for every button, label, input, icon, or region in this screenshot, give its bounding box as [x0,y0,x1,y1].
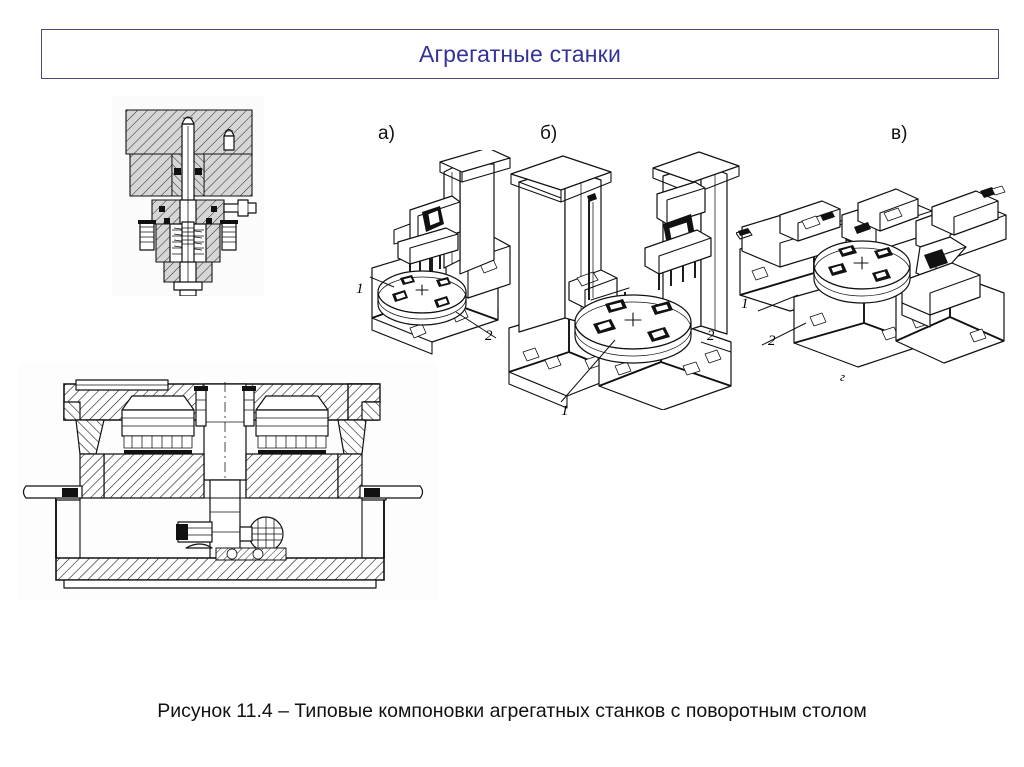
rotary-table-section-drawing [18,362,438,600]
panel-letter-a: а) [378,123,395,144]
fixing-unit-section-drawing [112,96,264,296]
panel-a-callout-1: 1 [356,281,364,297]
panel-letter-v: в) [891,123,908,144]
panel-b-drawing [505,150,745,410]
panel-v-callout-1: 1 [741,296,749,312]
panel-a-drawing [348,150,520,380]
panel-v-callout-2: 2 [768,333,776,349]
page-title: Агрегатные станки [418,40,621,67]
panel-b-callout-2: 2 [707,328,715,344]
panel-v-sublabel: г [840,369,846,384]
panel-v-drawing [736,185,1008,380]
slide-title-box: Агрегатные станки [41,29,999,79]
figure-caption: Рисунок 11.4 – Типовые компоновки агрега… [157,700,867,722]
panel-letter-b: б) [540,123,558,144]
panel-b-callout-1: 1 [561,403,569,419]
panel-a-callout-2: 2 [485,328,493,344]
